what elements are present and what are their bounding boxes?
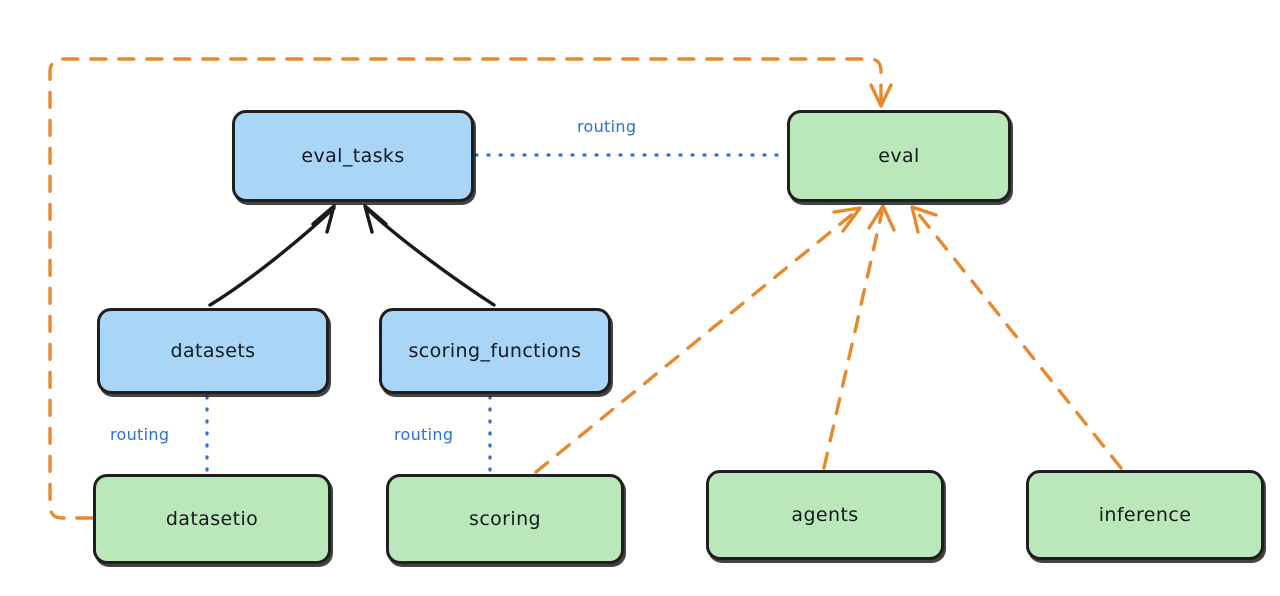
node-label: scoring [469,507,541,530]
node-datasetio[interactable]: datasetio [93,474,331,564]
edge-inference-to-eval [910,205,1123,470]
node-eval-tasks[interactable]: eval_tasks [232,110,474,202]
node-eval[interactable]: eval [787,110,1011,202]
edge-label-routing-datasets: routing [110,425,170,444]
edge-scoring-functions-to-eval-tasks [363,204,496,307]
node-label: eval [878,144,920,167]
node-label: inference [1098,503,1192,526]
node-agents[interactable]: agents [706,470,944,560]
edge-label-routing-scoring-functions: routing [394,425,454,444]
edge-agents-to-eval [822,204,896,470]
node-label: scoring_functions [408,339,582,362]
node-datasets[interactable]: datasets [97,308,329,394]
node-scoring[interactable]: scoring [386,474,624,564]
edge-datasets-to-eval-tasks [208,204,336,307]
node-label: datasets [170,339,256,362]
edge-label-routing-eval-tasks: routing [577,117,637,136]
node-label: datasetio [165,507,259,530]
node-label: eval_tasks [301,144,405,167]
node-label: agents [791,503,859,526]
node-inference[interactable]: inference [1026,470,1264,560]
node-scoring-functions[interactable]: scoring_functions [379,308,611,394]
